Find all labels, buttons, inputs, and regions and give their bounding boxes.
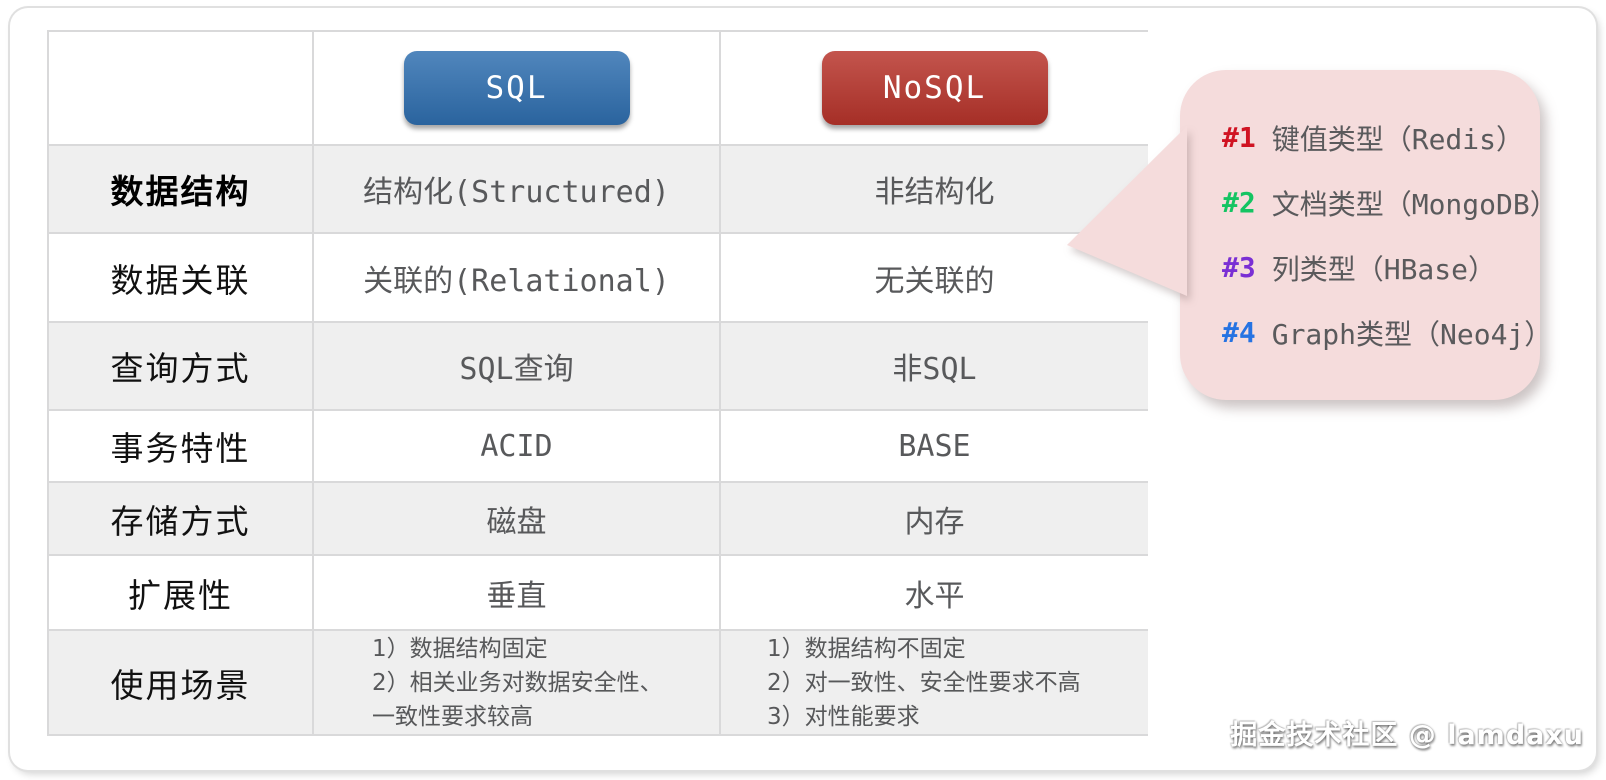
sql-badge: SQL (403, 51, 630, 125)
cell-value-text: 内存 (904, 504, 965, 540)
cell-value-text: 垂直 (486, 578, 547, 614)
table-row-label: 存储方式 (49, 483, 314, 556)
table-cell-sql: SQL查询 (314, 323, 721, 411)
table-cell-sql: 磁盘 (314, 483, 721, 556)
callout-item-text: Graph类型（Neo4j） (1271, 317, 1553, 351)
comparison-table: SQL NoSQL 数据结构 结构化(Structured) 非结构化 数据关联… (47, 30, 1148, 736)
table-cell-sql: 关联的(Relational) (314, 234, 721, 323)
cell-value-text: 无关联的 (874, 263, 995, 299)
usecase-line: 一致性要求较高 (372, 703, 533, 730)
row-label-text: 扩展性 (128, 575, 233, 615)
callout-item-text: 列类型（HBase） (1271, 252, 1497, 286)
usecase-line: 1）数据结构固定 (372, 635, 548, 662)
table-row-label: 事务特性 (49, 411, 314, 483)
callout-item-number: #4 (1222, 316, 1256, 349)
table-row-label: 数据结构 (49, 146, 314, 234)
usecase-line: 1）数据结构不固定 (767, 635, 966, 662)
table-cell-nosql: 非SQL (721, 323, 1148, 411)
row-label-text: 数据结构 (110, 172, 251, 211)
nosql-badge: NoSQL (821, 51, 1048, 125)
table-cell-sql-usecases: 1）数据结构固定 2）相关业务对数据安全性、 一致性要求较高 (314, 631, 721, 734)
table-cell-nosql-usecases: 1）数据结构不固定 2）对一致性、安全性要求不高 3）对性能要求 (721, 631, 1148, 734)
row-label-text: 使用场景 (110, 665, 251, 705)
header-nosql-cell: NoSQL (721, 32, 1148, 146)
row-label-text: 事务特性 (110, 429, 251, 468)
callout-item-text: 键值类型（Redis） (1271, 122, 1525, 156)
row-label-text: 查询方式 (110, 349, 251, 388)
table-cell-nosql: 水平 (721, 556, 1148, 631)
usecase-line: 3）对性能要求 (767, 703, 920, 730)
cell-value-text: 结构化(Structured) (363, 175, 670, 210)
callout-item-text: 文档类型（MongoDB） (1271, 187, 1558, 221)
usecase-line: 2）相关业务对数据安全性、 (372, 669, 663, 696)
callout-item: #3 列类型（HBase） (1222, 248, 1520, 288)
cell-value-text: SQL查询 (459, 352, 574, 387)
table-cell-sql: ACID (314, 411, 721, 483)
table-cell-nosql: 非结构化 (721, 146, 1148, 234)
header-empty-cell (49, 32, 314, 146)
callout-item: #1 键值类型（Redis） (1222, 118, 1524, 158)
callout-item-number: #3 (1222, 251, 1256, 284)
callout-item: #2 文档类型（MongoDB） (1222, 183, 1558, 223)
cell-value-text: ACID (480, 428, 553, 464)
cell-value-text: 磁盘 (486, 504, 547, 540)
row-label-text: 存储方式 (110, 501, 251, 541)
callout-tail (1067, 126, 1187, 296)
table-row-label: 数据关联 (49, 234, 314, 323)
watermark: 掘金技术社区 @ lamdaxu (1230, 720, 1584, 751)
cell-value-text: 非SQL (892, 352, 977, 387)
sql-usecase-list: 1）数据结构固定 2）相关业务对数据安全性、 一致性要求较高 (314, 632, 719, 734)
cell-value-text: 非结构化 (874, 175, 995, 210)
callout-item-number: #2 (1222, 186, 1256, 219)
table-row-label: 扩展性 (49, 556, 314, 631)
callout-item: #4 Graph类型（Neo4j） (1222, 313, 1552, 353)
row-label-text: 数据关联 (110, 260, 251, 300)
table-row-label: 使用场景 (49, 631, 314, 734)
table-cell-nosql: 内存 (721, 483, 1148, 556)
table-cell-sql: 垂直 (314, 556, 721, 631)
nosql-usecase-list: 1）数据结构不固定 2）对一致性、安全性要求不高 3）对性能要求 (721, 632, 1148, 734)
usecase-line: 2）对一致性、安全性要求不高 (767, 669, 1081, 696)
cell-value-text: BASE (898, 428, 971, 464)
cell-value-text: 关联的(Relational) (363, 263, 670, 299)
nosql-types-callout: #1 键值类型（Redis） #2 文档类型（MongoDB） #3 列类型（H… (1067, 70, 1558, 400)
cell-value-text: 水平 (904, 578, 965, 614)
table-cell-nosql: BASE (721, 411, 1148, 483)
table-cell-sql: 结构化(Structured) (314, 146, 721, 234)
header-sql-cell: SQL (314, 32, 721, 146)
table-row-label: 查询方式 (49, 323, 314, 411)
callout-item-number: #1 (1222, 121, 1256, 154)
